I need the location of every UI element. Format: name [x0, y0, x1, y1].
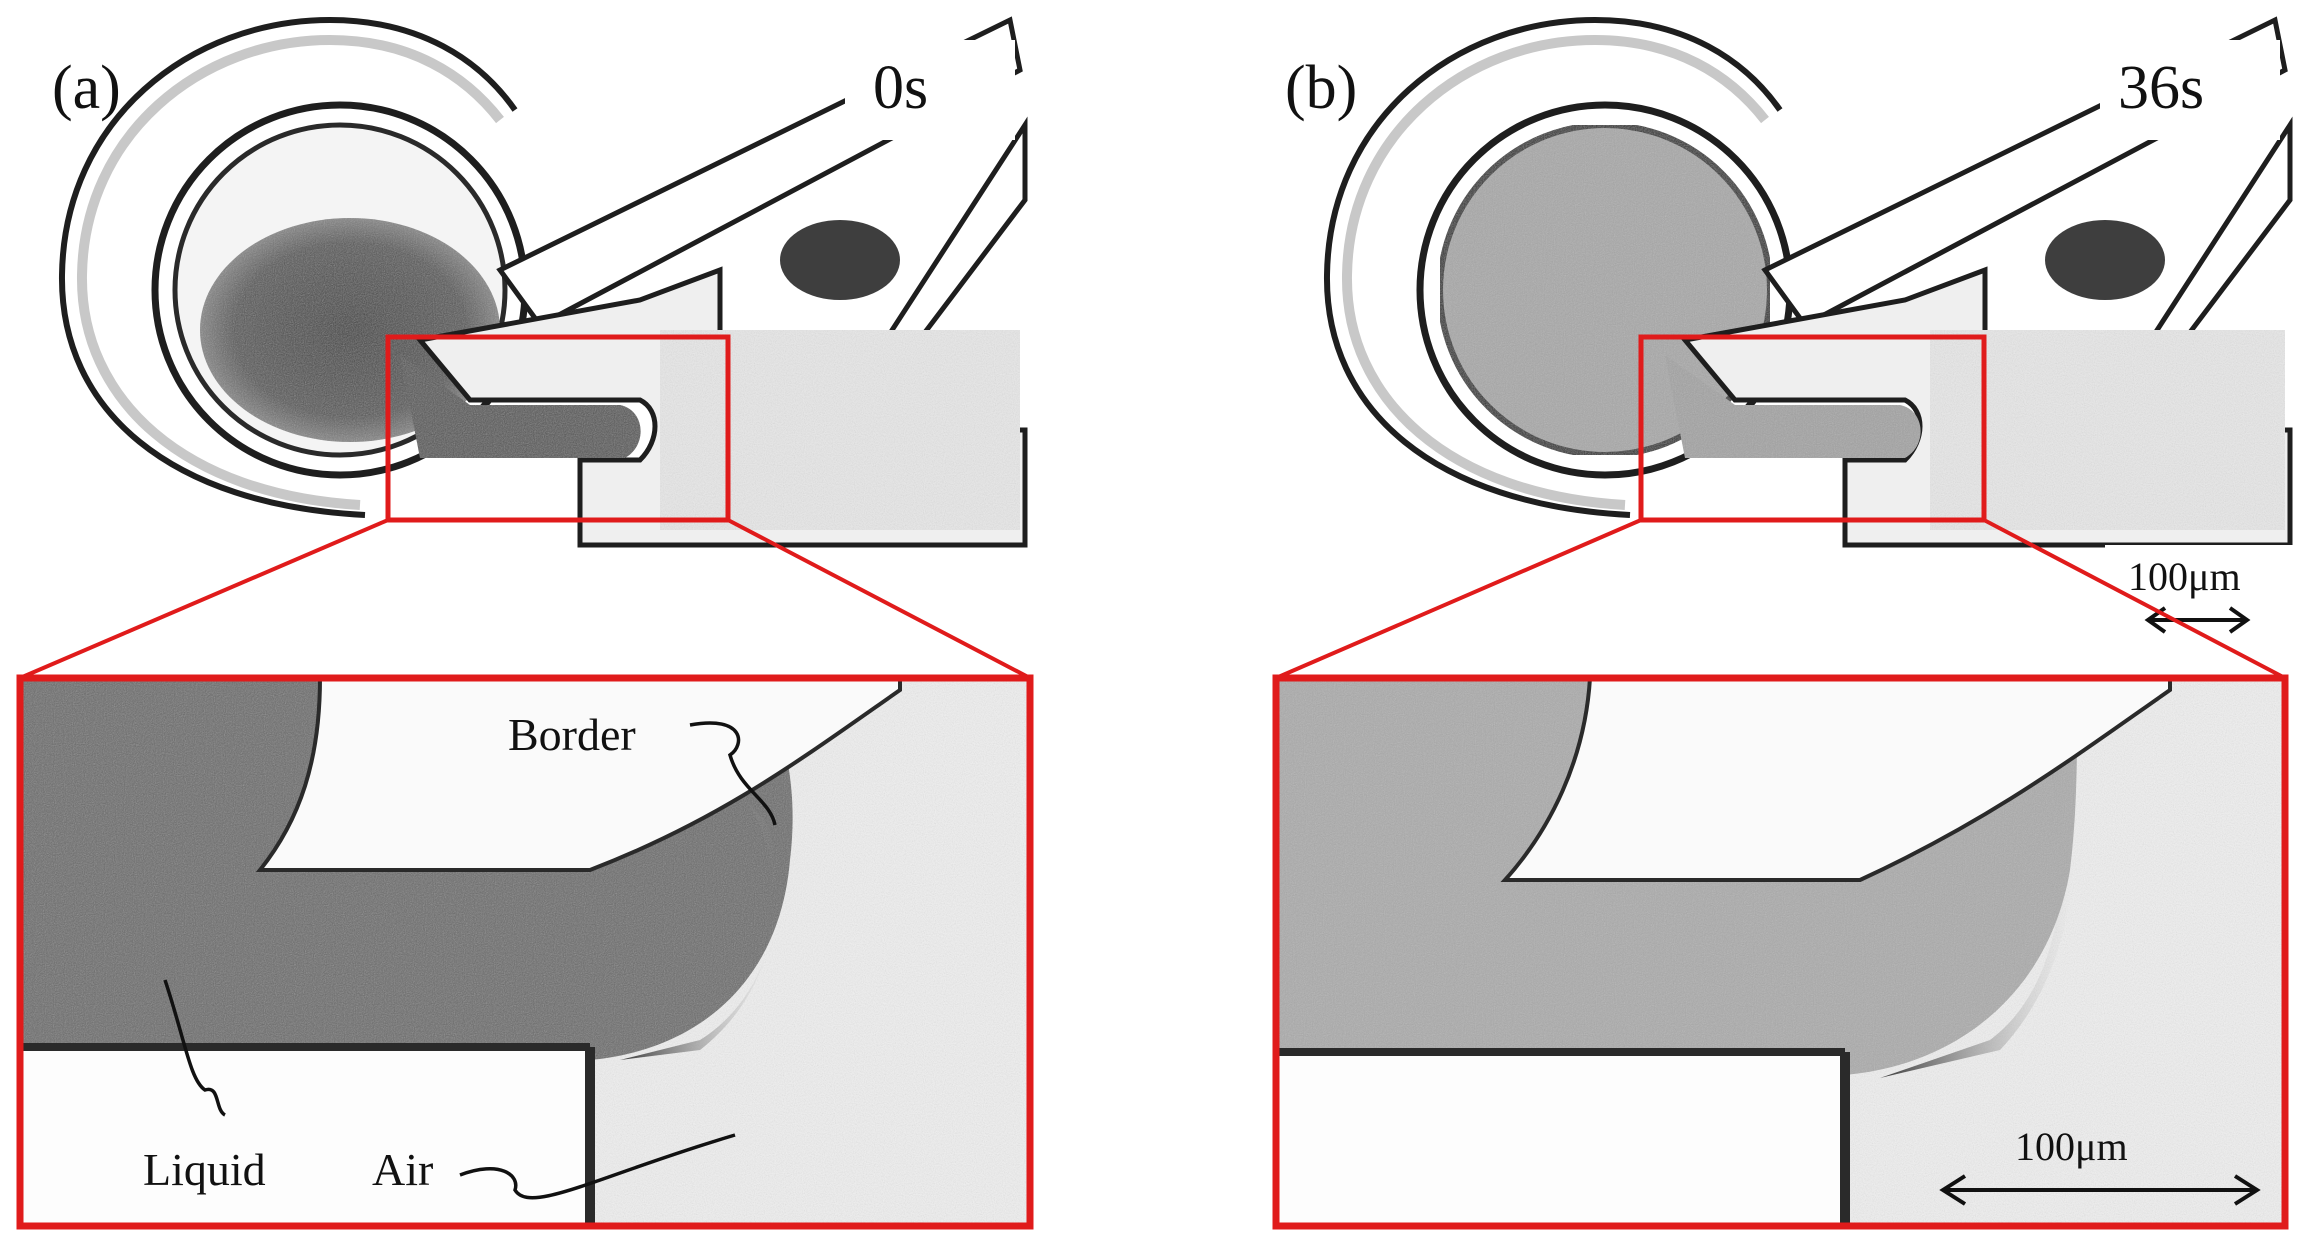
panel-b-wall-shade — [1341, 34, 1769, 510]
panel-b-zoom-box — [1638, 334, 1987, 523]
panel-b-inset-wall-top — [1500, 676, 2172, 882]
panel-a-time: 0s — [873, 54, 928, 122]
panel-a-air-leader — [459, 1133, 736, 1200]
panel-b-inset-frame — [1272, 674, 2289, 1230]
panel-b-air-region — [1930, 330, 2285, 530]
panel-a-zoom-box — [385, 334, 731, 523]
panel-a-inset-wall-bottom — [20, 1045, 590, 1226]
panel-b-scalebar-top-arrow-right — [2228, 606, 2251, 634]
panel-b-zoom-connector-right — [1983, 518, 2286, 680]
panel-b-inset-wall-bottom — [1276, 1050, 1845, 1226]
panel-a-channel-liquid — [400, 355, 641, 458]
panel-b-scalebar-inset-arrow-left — [1939, 1174, 1967, 1206]
panel-a-zoom-connector-left — [19, 518, 389, 680]
panel-a-zoom-connector-right — [727, 518, 1031, 680]
panel-a-outer-wall — [58, 16, 518, 518]
panel-b-scalebar-inset-arrow-right — [2233, 1174, 2261, 1206]
panel-a-dark-blob — [780, 220, 900, 300]
panel-b-microscopy — [1323, 16, 2295, 645]
panel-a-wall-shade — [76, 34, 504, 510]
panel-a-microscopy — [58, 16, 1028, 548]
panel-a-inset-wall-top — [255, 676, 902, 872]
panel-a-border-leader — [689, 721, 777, 826]
panel-b-scalebar-backdrop — [2105, 545, 2295, 645]
panel-b-inset-air — [1845, 678, 2285, 1226]
panel-a-inset-air — [590, 678, 1030, 1226]
panel-a-time-backdrop — [845, 40, 1015, 140]
panel-b-inset — [1272, 674, 2289, 1230]
panel-a-liquid-leader — [163, 979, 227, 1117]
panel-b-scalebar-top-label: 100μm — [2128, 554, 2241, 599]
panel-b-channel-liquid — [1665, 355, 1921, 458]
panel-b-outer-wall — [1323, 16, 1783, 518]
panel-b-zoom-connector-left — [1275, 518, 1642, 680]
panel-b-time: 36s — [2118, 54, 2204, 122]
panel-a-liquid-label: Liquid — [143, 1144, 266, 1195]
panel-b-scalebar-inset-label: 100μm — [2015, 1124, 2128, 1169]
panel-b-label: (b) — [1285, 54, 1357, 122]
panel-b-dark-blob — [2045, 220, 2165, 300]
panel-a-inset — [16, 674, 1034, 1230]
panel-a-label: (a) — [52, 54, 121, 122]
panel-a-inset-meniscus — [620, 800, 778, 1060]
panel-a-inset-frame — [16, 674, 1034, 1230]
panel-a-air-region — [660, 330, 1020, 530]
panel-a-air-label: Air — [372, 1144, 433, 1195]
panel-a-border-label: Border — [508, 709, 636, 760]
panel-b-time-backdrop — [2100, 40, 2280, 140]
